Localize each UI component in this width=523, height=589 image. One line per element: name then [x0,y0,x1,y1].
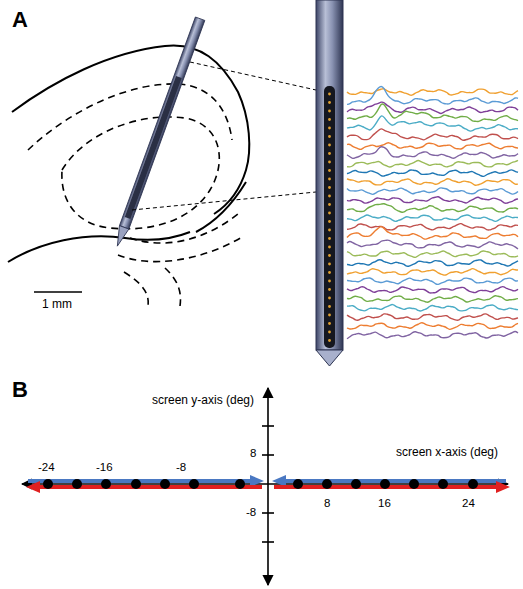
contact-dot [328,195,331,198]
trace [347,129,518,140]
trace [347,323,518,330]
contact-dot [328,152,331,155]
tick-label: -24 [38,461,55,474]
panel-letter: B [12,378,28,402]
tick-label: -8 [246,506,256,519]
stimulus-dot [43,479,53,489]
trace [347,116,518,131]
trace [347,251,518,257]
contact-dot [328,93,331,96]
trace [347,179,518,185]
stimulus-dot [72,479,82,489]
trace [347,314,518,321]
contact-dot [328,118,331,121]
large-probe [316,0,343,366]
tick-label: 8 [250,447,256,460]
stimulus-dot [351,479,361,489]
contact-dot [328,314,331,317]
trace [347,269,518,276]
stimulus-dot [131,479,141,489]
trace [347,332,518,339]
trace [347,287,518,293]
trace [347,240,518,249]
small-probe [113,17,205,248]
stimulus-dot [380,479,390,489]
tick-label: 8 [324,497,330,510]
scale-label: 1 mm [42,298,72,311]
contact-dot [328,220,331,223]
contact-dot [328,271,331,274]
trace [347,197,518,203]
contact-dot [328,305,331,308]
panel-letter: A [12,8,28,32]
stimulus-dot [235,479,245,489]
trace [347,104,518,122]
stimulus-dot [189,479,199,489]
contact-dot [328,212,331,215]
stimulus-dot [101,479,111,489]
contact-dot [328,246,331,249]
trace [347,278,518,284]
trace [347,87,518,105]
trace [347,188,518,194]
trace [347,143,518,150]
contact-dot [328,322,331,325]
contact-dot [328,101,331,104]
tick-label: -16 [96,461,113,474]
contact-dot [328,144,331,147]
contact-dot [328,331,331,334]
contact-dot [328,135,331,138]
slice-outline [8,45,249,262]
scale-bar [34,291,82,293]
stimulus-dot [438,479,448,489]
contact-dot [328,203,331,206]
stimulus-dot [468,479,478,489]
trace [347,89,518,95]
zoom-lines [132,62,316,210]
contact-dot [328,263,331,266]
contact-dot [328,178,331,181]
stimulus-dot [322,479,332,489]
trace [347,147,518,159]
trace [347,305,518,311]
stimulus-dot [409,479,419,489]
tick-label: 16 [378,497,391,510]
contact-dot [328,339,331,342]
contact-dot [328,229,331,232]
tick-label: -8 [176,461,186,474]
voltage-traces [347,87,518,339]
trace [347,224,518,230]
contact-dot [328,169,331,172]
contact-dot [328,127,331,130]
contact-dot [328,297,331,300]
contact-dot [328,237,331,240]
axis-title: screen y-axis (deg) [152,394,254,407]
axes [22,388,508,585]
trace [347,260,518,267]
trace [347,160,518,167]
contact-dot [328,186,331,189]
trace [347,227,518,239]
contact-dot [328,161,331,164]
trace [347,296,518,302]
trace [347,102,518,113]
contact-dot [328,288,331,291]
trace [347,215,518,221]
contact-dot [328,280,331,283]
contact-dot [328,254,331,257]
stimulus-dot [160,479,170,489]
trace [347,170,518,177]
motion-arrows [26,475,510,493]
axis-title: screen x-axis (deg) [396,446,498,459]
stimulus-dots [43,479,478,489]
trace [347,204,518,213]
stimulus-dot [293,479,303,489]
contact-dot [328,110,331,113]
tick-label: 24 [462,497,475,510]
